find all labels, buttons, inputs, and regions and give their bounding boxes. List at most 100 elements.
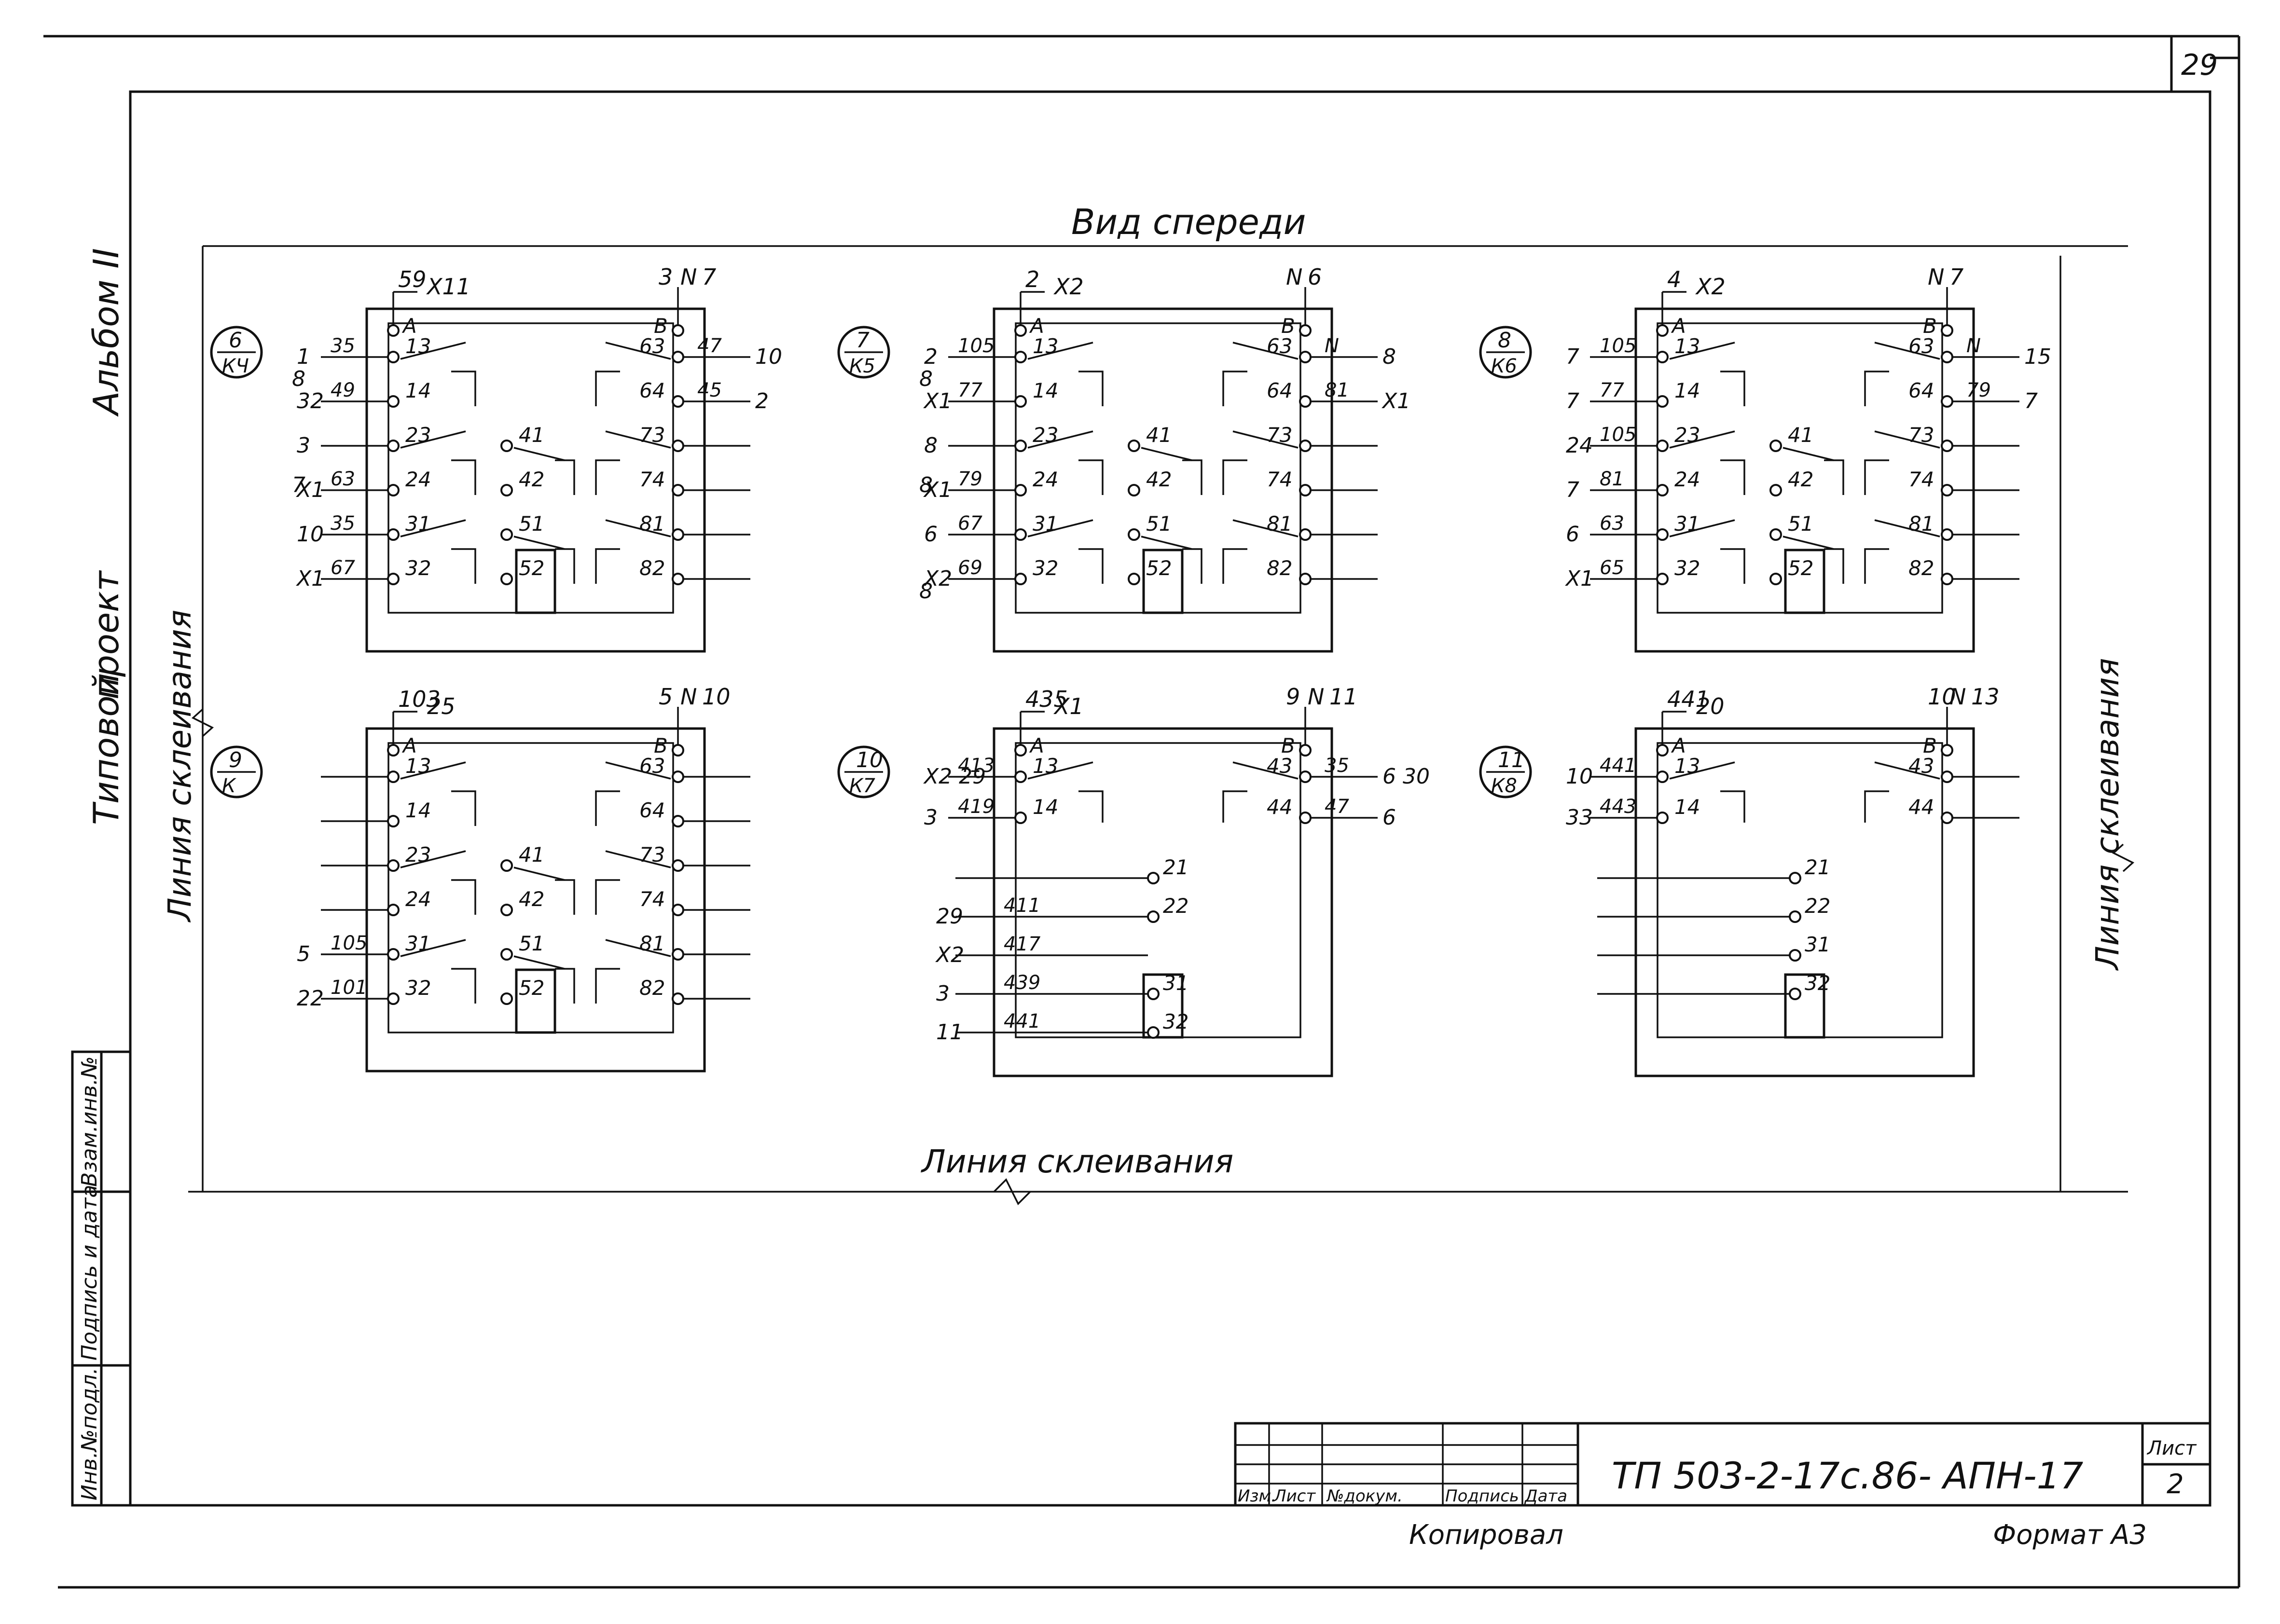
dest-left: Х1	[923, 478, 952, 502]
terminal-right	[672, 771, 684, 783]
wire-right: 45	[697, 379, 722, 401]
stamp-signature-date: Подпись и дата	[77, 1185, 102, 1361]
terminal-left	[1014, 484, 1027, 496]
relay-coil	[1142, 549, 1184, 614]
top-right-wire: N	[1308, 684, 1324, 710]
wire-left: 105	[331, 932, 367, 954]
terminal-mid	[1147, 988, 1160, 1000]
wire-right: 81	[1325, 379, 1349, 401]
terminal-mid	[1789, 872, 1801, 884]
pin-left: 24	[405, 468, 431, 491]
terminal-a	[1014, 744, 1027, 757]
pin-mid: 42	[519, 468, 544, 491]
pin-left: 32	[1033, 556, 1058, 580]
label-b: В	[1923, 734, 1937, 757]
label-a: А	[1671, 734, 1686, 757]
top-left-wire: 59	[398, 266, 427, 292]
terminal-right	[1941, 812, 1953, 824]
typical-label: Типовой	[86, 673, 126, 825]
terminal-mid	[500, 992, 513, 1005]
pin-mid: 52	[519, 556, 544, 580]
page-number: 29	[2181, 48, 2218, 82]
wire-left: 35	[331, 512, 355, 535]
pin-right: 74	[1908, 468, 1934, 491]
glue-line-bottom: Линия склеивания	[921, 1143, 1233, 1180]
dest-left: 3	[297, 433, 310, 458]
terminal-right	[672, 573, 684, 585]
dest-left: 24	[1566, 433, 1593, 458]
pin-mid: 51	[1146, 512, 1172, 536]
pin-left: 32	[405, 976, 431, 1000]
pin-right: 64	[639, 798, 665, 822]
terminal-left	[387, 948, 400, 961]
relay-tag-number: 11	[1498, 748, 1525, 772]
extra-dest: 8	[919, 367, 933, 391]
dest-left: Х1	[1565, 566, 1594, 591]
sheet-frame	[43, 35, 2240, 1589]
wire-right: 35	[1325, 755, 1349, 777]
dest-mid: 3	[936, 981, 950, 1006]
wire-left: 49	[331, 379, 355, 401]
top-right-wire: N	[1286, 264, 1302, 290]
terminal-right	[672, 484, 684, 496]
wire-left: 67	[958, 512, 982, 535]
relay-tag	[1479, 745, 1532, 798]
wire-right: 47	[1325, 796, 1349, 818]
top-right-wire: N	[1928, 264, 1944, 290]
relay-coil	[515, 549, 556, 614]
pin-mid: 21	[1163, 855, 1188, 879]
wire-left: 67	[331, 557, 355, 579]
top-right-wire: 9	[1286, 684, 1300, 710]
relay-coil	[1784, 973, 1825, 1039]
relay-tag-code: К8	[1491, 775, 1517, 797]
terminal-right	[672, 440, 684, 452]
wire-left: 105	[958, 335, 995, 357]
pin-right: 44	[1908, 795, 1934, 819]
wire-right: N	[1966, 335, 1981, 357]
terminal-left	[1014, 440, 1027, 452]
terminal-right	[1941, 528, 1953, 541]
pin-left: 24	[1033, 468, 1058, 491]
pin-left: 24	[1674, 468, 1700, 491]
terminal-right	[672, 948, 684, 961]
document-code: ТП 503-2-17с.86- АПН-17	[1612, 1454, 2083, 1497]
terminal-right	[672, 395, 684, 408]
tb-sheet-label: Лист	[2146, 1437, 2197, 1459]
terminal-right	[1299, 812, 1312, 824]
pin-right: 44	[1267, 795, 1292, 819]
terminal-mid	[1128, 484, 1140, 496]
terminal-right	[1299, 573, 1312, 585]
relay-coil	[515, 968, 556, 1034]
pin-left: 32	[405, 556, 431, 580]
label-b: В	[654, 734, 668, 757]
terminal-mid	[1769, 573, 1782, 585]
top-right-wire: N	[680, 264, 697, 290]
top-left-dest: Х2	[1053, 274, 1084, 300]
pin-mid: 42	[1788, 468, 1813, 491]
tb-col-sheet: Лист	[1273, 1486, 1316, 1506]
glue-lines: Линия склеивания Линия склеивания Линия …	[161, 245, 2135, 1205]
terminal-right	[1299, 440, 1312, 452]
wire-left: 79	[958, 468, 982, 490]
terminal-mid	[1789, 949, 1801, 962]
pin-mid: 31	[1163, 971, 1188, 995]
dest-mid: Х2	[935, 943, 964, 967]
terminal-a	[387, 324, 400, 337]
top-left-wire: 4	[1667, 266, 1681, 292]
top-right-wire: N	[1949, 684, 1966, 710]
pin-mid: 21	[1805, 855, 1830, 879]
pin-right: 82	[1267, 556, 1292, 580]
terminal-left	[1014, 351, 1027, 363]
tb-sheet-number: 2	[2167, 1469, 2184, 1500]
tb-col-change: Изм.	[1238, 1486, 1276, 1506]
pin-left: 14	[405, 379, 431, 402]
wire-mid: 417	[1004, 933, 1041, 955]
terminal-left	[387, 528, 400, 541]
terminal-right	[1299, 484, 1312, 496]
stamp-replaced-inv: Взам.инв.№	[77, 1056, 102, 1187]
glue-line-right: Линия склеивания	[2089, 658, 2126, 971]
terminal-right	[1941, 351, 1953, 363]
